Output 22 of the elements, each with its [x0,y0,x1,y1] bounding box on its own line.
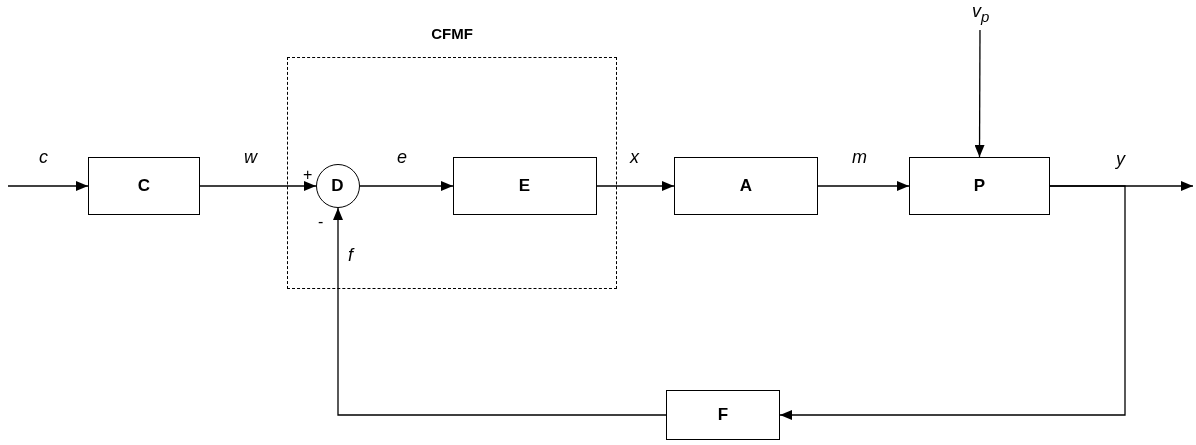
signal-arrow [199,181,317,191]
block-box [674,157,818,215]
signal-arrow [974,29,985,158]
block-label: D [331,175,344,196]
block-box [909,157,1050,215]
block-label: F [717,405,729,425]
block-label: A [739,176,753,196]
block-label: E [518,175,531,196]
block-label: P [973,176,986,196]
signal-arrow [779,185,1126,420]
sign-label: + [303,167,313,183]
sign-label: - [318,214,324,230]
signal-arrow [7,181,89,191]
block-box [666,390,780,440]
signal-arrow [817,181,910,191]
signal-arrow [333,207,667,416]
block-box [452,156,597,215]
group-title: CFMF [430,25,474,42]
signal-arrow [359,181,454,191]
block-label: C [137,176,151,196]
signal-arrow [596,181,675,191]
block-box [88,157,200,215]
